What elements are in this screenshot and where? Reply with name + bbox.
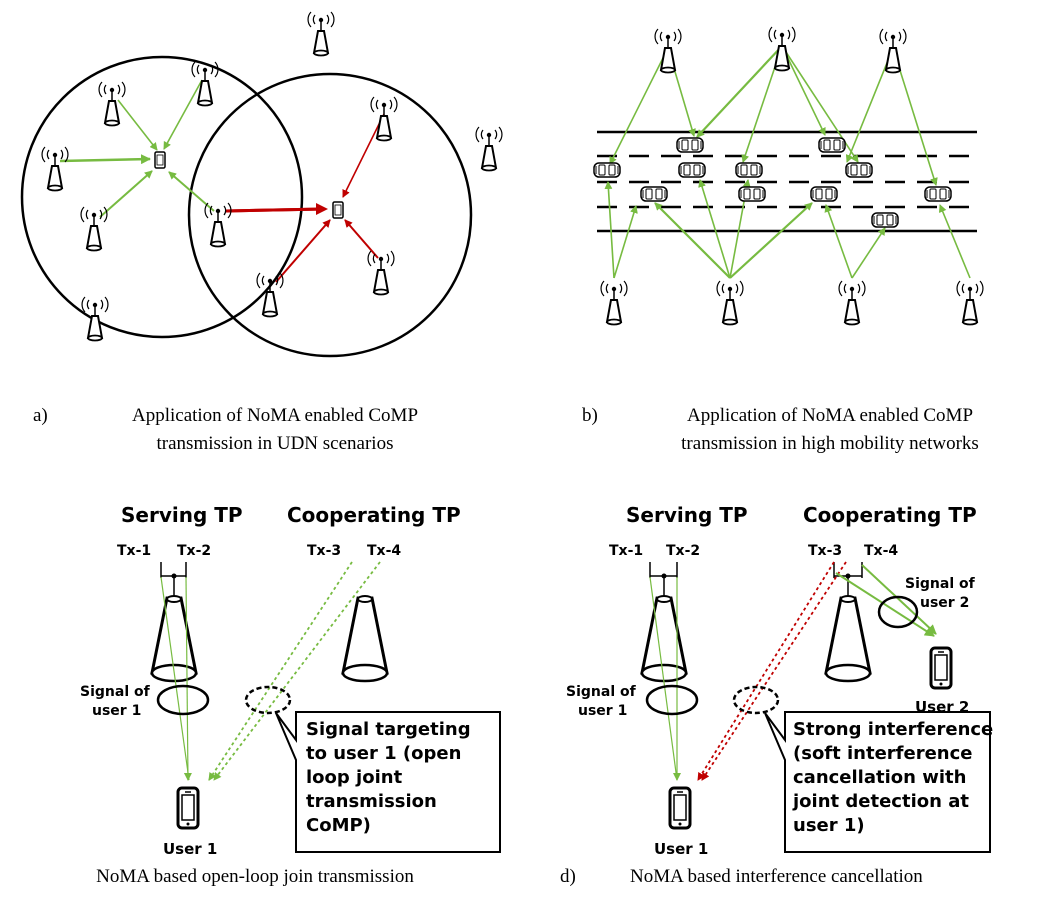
base-station-icon xyxy=(475,126,503,172)
car-icon xyxy=(593,162,621,178)
car-icon xyxy=(818,137,846,153)
base-station-icon xyxy=(41,146,69,192)
base-station-icon xyxy=(81,296,109,342)
caption-b-line1: Application of NoMA enabled CoMP xyxy=(686,405,974,426)
serving-tp-title: Serving TP xyxy=(626,503,748,527)
caption-d: NoMA based interference cancellation xyxy=(630,866,923,887)
user1-phone-icon xyxy=(668,786,692,830)
user2-phone-icon xyxy=(929,646,953,690)
signal-ellipse-user2 xyxy=(877,595,919,629)
caption-b-marker: b) xyxy=(582,405,598,426)
panel-b-highway xyxy=(593,26,984,326)
callout-line: Signal targeting xyxy=(306,719,471,740)
signal-label-line1: Signal of xyxy=(80,684,151,700)
signal2-label-line1: Signal of xyxy=(905,576,976,592)
car-icon xyxy=(678,162,706,178)
caption-a-marker: a) xyxy=(33,405,48,426)
car-icon xyxy=(845,162,873,178)
serving-tower-icon xyxy=(640,594,688,683)
callout-line: (soft interference xyxy=(793,743,973,764)
callout-line: user 1) xyxy=(793,815,865,836)
coverage-circle-left xyxy=(20,55,304,339)
panel-c-open-loop: Serving TP Cooperating TP Tx-1 Tx-2 Tx-3… xyxy=(80,503,501,858)
tx4-label: Tx-4 xyxy=(864,543,898,559)
callout-text: Strong interference (soft interference c… xyxy=(792,719,993,836)
user1-label: User 1 xyxy=(654,840,708,858)
interference-dashed-ellipse xyxy=(732,685,780,715)
signal-dashed-ellipse xyxy=(244,685,292,715)
car-icon xyxy=(735,162,763,178)
car-icon xyxy=(871,212,899,228)
callout-text: Signal targeting to user 1 (open loop jo… xyxy=(306,719,471,836)
panel-d-interference-cancellation: Serving TP Cooperating TP Tx-1 Tx-2 Tx-3… xyxy=(566,503,993,858)
callout-line: cancellation with xyxy=(793,767,966,788)
cooperating-tp-title: Cooperating TP xyxy=(803,503,977,527)
tx4-label: Tx-4 xyxy=(367,543,401,559)
tx1-label: Tx-1 xyxy=(117,543,151,559)
car-icon xyxy=(924,186,952,202)
caption-a-line2: transmission in UDN scenarios xyxy=(156,433,394,454)
user1-label: User 1 xyxy=(163,840,217,858)
signal-ellipse-user1 xyxy=(645,684,699,716)
cooperating-tower-icon xyxy=(824,594,872,683)
tx3-label: Tx-3 xyxy=(808,543,842,559)
caption-c: NoMA based open-loop join transmission xyxy=(96,866,414,887)
serving-tp-title: Serving TP xyxy=(121,503,243,527)
user1-phone-icon xyxy=(176,786,200,830)
base-station-icon xyxy=(307,11,335,57)
cooperating-tower-icon xyxy=(341,594,389,683)
panel-a-udn xyxy=(20,11,503,358)
car-icon xyxy=(640,186,668,202)
base-station-icon xyxy=(716,280,744,326)
signal-ellipse-user1 xyxy=(156,684,210,716)
car-icon xyxy=(738,186,766,202)
signal-label-line1: Signal of xyxy=(566,684,637,700)
signal-label-line2: user 1 xyxy=(92,703,141,719)
tx3-label: Tx-3 xyxy=(307,543,341,559)
tx2-label: Tx-2 xyxy=(666,543,700,559)
signal2-label-line2: user 2 xyxy=(920,595,969,611)
coverage-circle-right xyxy=(187,72,473,358)
car-icon xyxy=(676,137,704,153)
base-station-icon xyxy=(879,28,907,74)
callout-line: joint detection at xyxy=(792,791,969,812)
callout-line: loop joint xyxy=(306,767,403,788)
base-station-icon xyxy=(838,280,866,326)
tx1-label: Tx-1 xyxy=(609,543,643,559)
car-icon xyxy=(810,186,838,202)
base-station-icon xyxy=(191,61,219,107)
callout-line: to user 1 (open xyxy=(306,743,461,764)
cooperating-tp-title: Cooperating TP xyxy=(287,503,461,527)
base-station-icon xyxy=(600,280,628,326)
user-phone-1-icon xyxy=(154,151,166,169)
signal-label-line2: user 1 xyxy=(578,703,627,719)
callout-line: transmission xyxy=(306,791,437,812)
base-station-icon xyxy=(367,250,395,296)
caption-b-line2: transmission in high mobility networks xyxy=(681,433,979,454)
callout-line: CoMP) xyxy=(306,815,371,836)
user-phone-2-icon xyxy=(332,201,344,219)
caption-d-marker: d) xyxy=(560,866,576,887)
callout-line: Strong interference xyxy=(793,719,993,740)
base-station-icon xyxy=(956,280,984,326)
caption-a-line1: Application of NoMA enabled CoMP xyxy=(131,405,419,426)
tx2-label: Tx-2 xyxy=(177,543,211,559)
